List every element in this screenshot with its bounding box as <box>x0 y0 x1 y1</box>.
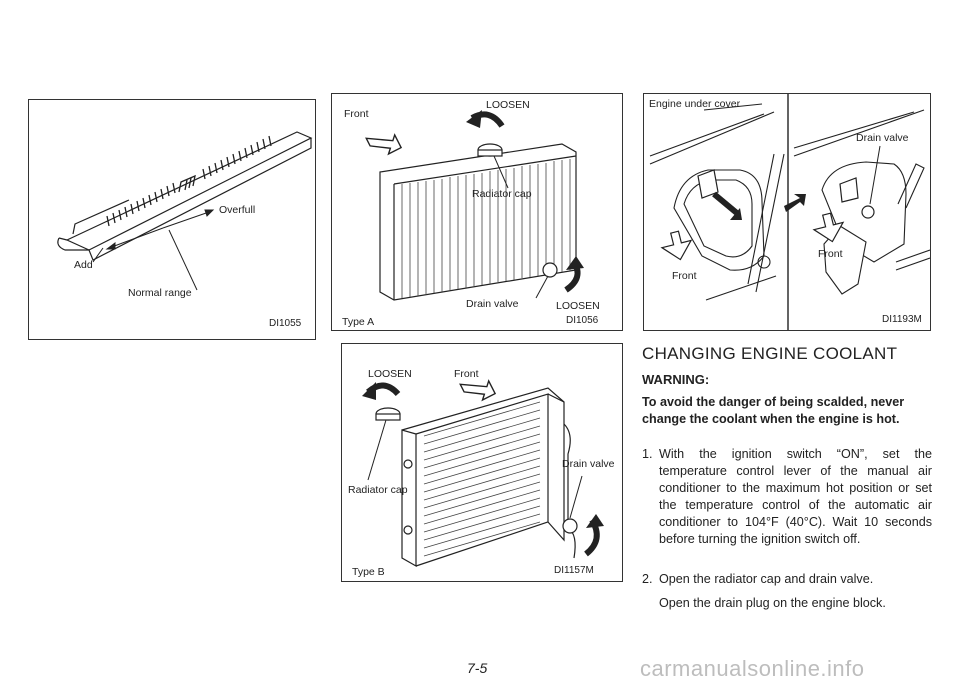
step-text: With the ignition switch “ON”, set the t… <box>659 447 932 546</box>
figure-engine-under-cover: Engine under cover Drain valve Front Fro… <box>643 93 931 331</box>
label-front-right: Front <box>818 248 843 260</box>
label-drain-valve: Drain valve <box>856 132 909 144</box>
label-type-b: Type B <box>352 566 385 578</box>
label-normal-range: Normal range <box>128 287 192 299</box>
figure-radiator-type-b: LOOSEN Front Drain valve Radiator cap Ty… <box>341 343 623 582</box>
label-front: Front <box>344 108 369 120</box>
step-2: 2. Open the radiator cap and drain valve… <box>642 571 932 588</box>
step-1: 1. With the ignition switch “ON”, set th… <box>642 446 932 548</box>
label-radiator-cap: Radiator cap <box>348 484 408 496</box>
label-radiator-cap: Radiator cap <box>472 188 532 200</box>
label-add: Add <box>74 259 93 271</box>
watermark: carmanualsonline.info <box>640 656 865 681</box>
label-overfull: Overfull <box>219 204 256 216</box>
label-drain-valve: Drain valve <box>562 458 615 470</box>
page-number: 7-5 <box>467 660 488 676</box>
figure-coolant-level-gauge: Overfull Add Normal range DI1055 <box>28 99 316 340</box>
step-text: Open the radiator cap and drain valve. <box>659 572 874 586</box>
step-2-continuation: Open the drain plug on the engine block. <box>659 596 886 610</box>
engine-under-cover-illustration <box>649 94 930 330</box>
label-type-a: Type A <box>342 316 375 328</box>
label-loosen: LOOSEN <box>368 368 412 380</box>
step-number: 1. <box>642 447 653 461</box>
label-drain-valve: Drain valve <box>466 298 519 310</box>
figure-code: DI1157M <box>554 565 594 576</box>
warning-text: To avoid the danger of being scalded, ne… <box>642 395 905 426</box>
radiator-type-a-illustration <box>365 110 584 301</box>
figure-code: DI1055 <box>269 318 302 329</box>
warning-label: WARNING: <box>642 372 710 387</box>
label-loosen-bottom: LOOSEN <box>556 300 600 312</box>
section-heading: CHANGING ENGINE COOLANT <box>642 344 898 363</box>
figure-code: DI1193M <box>882 314 922 325</box>
figure-radiator-type-a: Front LOOSEN Radiator cap Drain valve LO… <box>331 93 623 331</box>
label-engine-under-cover: Engine under cover <box>649 98 741 110</box>
label-front: Front <box>454 368 479 380</box>
step-number: 2. <box>642 572 653 586</box>
coolant-gauge-illustration <box>57 131 313 291</box>
radiator-type-b-illustration <box>362 379 604 568</box>
label-loosen-top: LOOSEN <box>486 99 530 111</box>
figure-code: DI1056 <box>566 315 599 326</box>
label-front-left: Front <box>672 270 697 282</box>
